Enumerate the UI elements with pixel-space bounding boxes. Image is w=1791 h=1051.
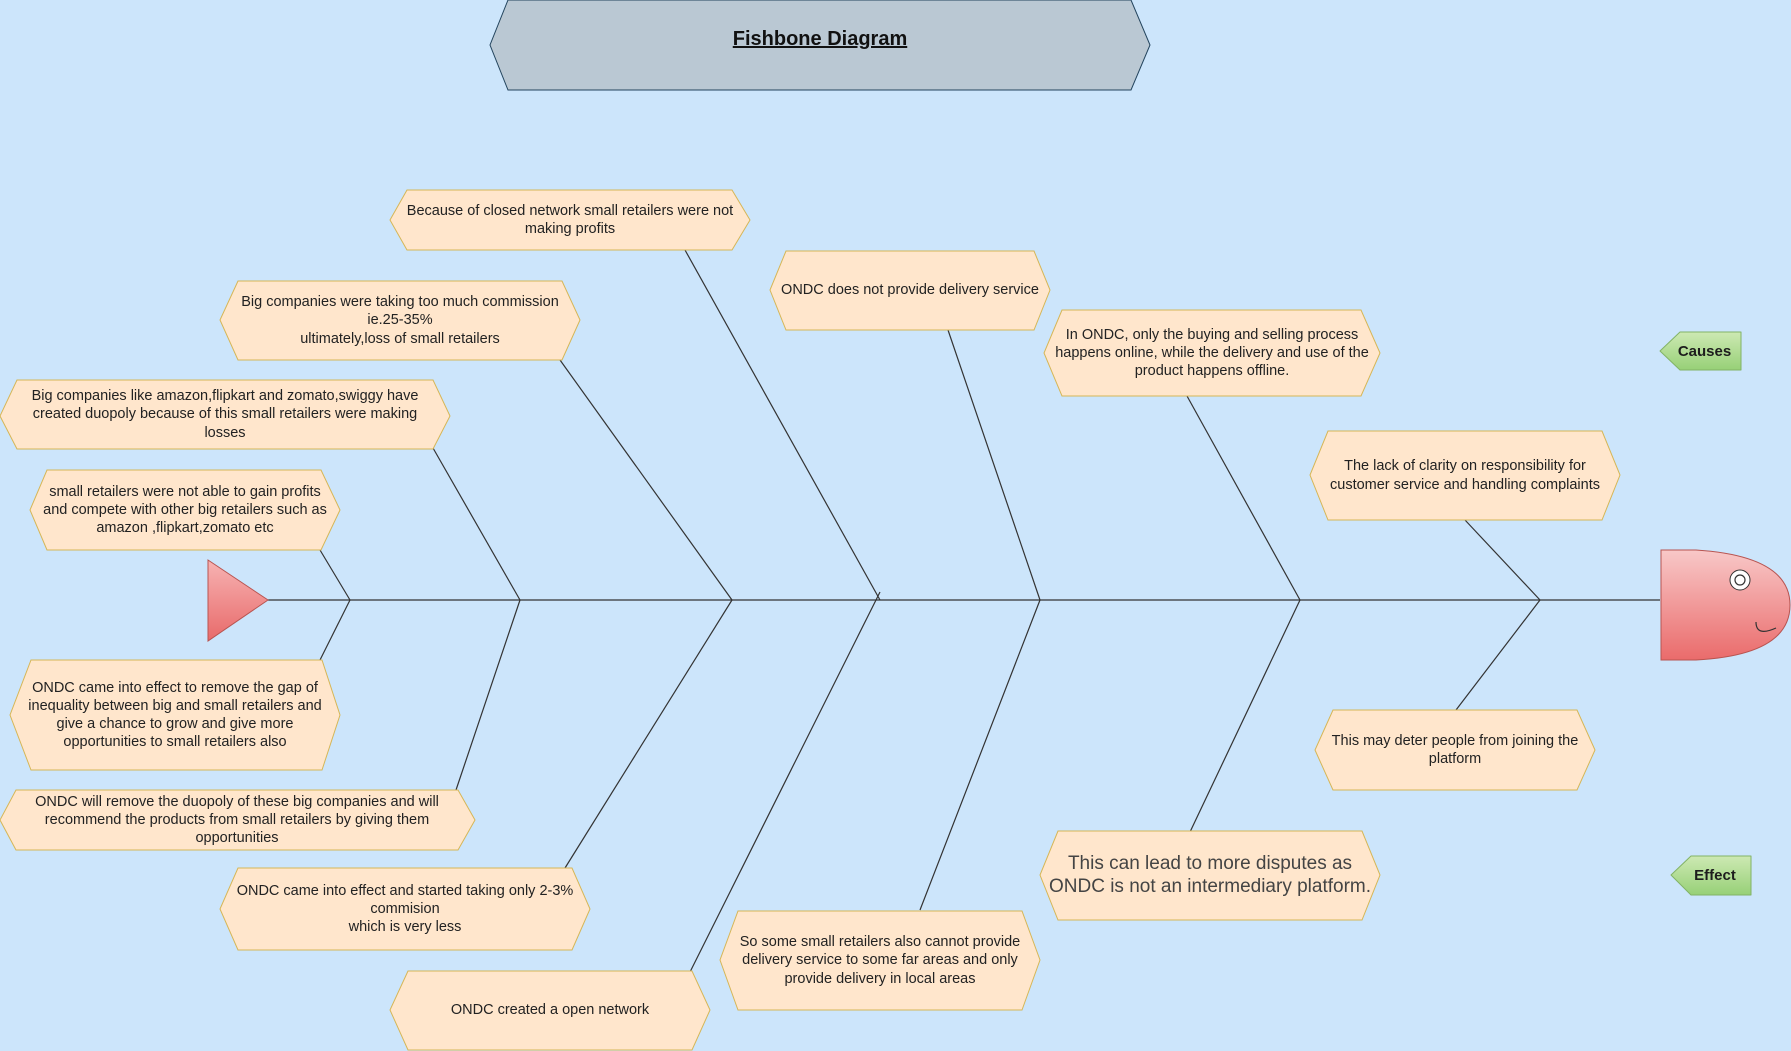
diagram-title: Fishbone Diagram [732, 28, 908, 50]
cause-hex-top-2 [0, 379, 451, 450]
causes-legend-label: Causes [1677, 342, 1732, 360]
cause-label-bottom-5: So some small retailers also cannot prov… [739, 934, 1021, 987]
bone-bottom-6 [1189, 599, 1301, 833]
bone-top-5 [947, 329, 1041, 601]
causes-tag-shape [1659, 331, 1742, 371]
cause-hex-bottom-4 [389, 970, 711, 1051]
cause-hex-bottom-3 [219, 867, 591, 951]
bone-bottom-5 [919, 599, 1041, 911]
cause-hex-top-4 [389, 189, 751, 251]
bone-top-7 [1464, 519, 1541, 601]
bone-bottom-2 [455, 599, 521, 791]
bone-bottom-1 [319, 599, 351, 661]
bone-top-1 [319, 549, 351, 601]
cause-label-top-3: Big companies were taking too much commi… [241, 294, 559, 347]
cause-label-top-2: Big companies like amazon,flipkart and z… [31, 388, 419, 441]
cause-label-bottom-1: ONDC came into effect to remove the gap … [28, 679, 322, 751]
bone-bottom-3 [564, 599, 733, 869]
cause-label-bottom-3: ONDC came into effect and started taking… [236, 882, 574, 936]
fish-head-icon [1660, 549, 1791, 661]
cause-label-bottom-6: This can lead to more disputes as ONDC i… [1048, 852, 1372, 897]
cause-label-bottom-7: This may deter people from joining the p… [1331, 732, 1579, 767]
cause-label-bottom-2: ONDC will remove the duopoly of these bi… [35, 793, 439, 847]
cause-label-top-5: ONDC does not provide delivery service [781, 282, 1039, 299]
cause-hex-bottom-6 [1039, 830, 1381, 921]
bone-top-3 [559, 359, 733, 601]
effect-legend-label: Effect [1694, 867, 1736, 884]
cause-hex-top-1 [29, 469, 341, 551]
bone-bottom-7 [1455, 599, 1541, 711]
cause-hex-top-7 [1309, 430, 1621, 521]
bone-top-6 [1186, 395, 1301, 601]
cause-label-top-7: The lack of clarity on responsibility fo… [1330, 458, 1600, 493]
cause-label-top-1: small retailers were not able to gain pr… [43, 483, 327, 537]
bone-top-2 [432, 447, 521, 601]
cause-label-bottom-4: ONDC created a open network [450, 1002, 650, 1019]
fish-pupil-icon [1734, 574, 1746, 586]
cause-hex-bottom-2 [0, 789, 476, 851]
cause-hex-top-6 [1043, 309, 1381, 397]
title-box [489, 0, 1151, 91]
cause-label-top-4: Because of closed network small retailer… [406, 202, 734, 237]
bone-top-4 [684, 249, 881, 601]
cause-hex-bottom-7 [1314, 709, 1596, 791]
effect-tag-shape [1670, 855, 1752, 896]
triangle-tail-icon [207, 559, 269, 642]
fish-mouth-icon [1755, 621, 1777, 632]
cause-hex-bottom-5 [719, 910, 1041, 1011]
bone-bottom-4 [689, 591, 881, 973]
cause-hex-bottom-1 [9, 659, 341, 771]
cause-hex-top-5 [769, 250, 1051, 331]
cause-label-top-6: In ONDC, only the buying and selling pro… [1055, 326, 1369, 380]
cause-hex-top-3 [219, 280, 581, 361]
